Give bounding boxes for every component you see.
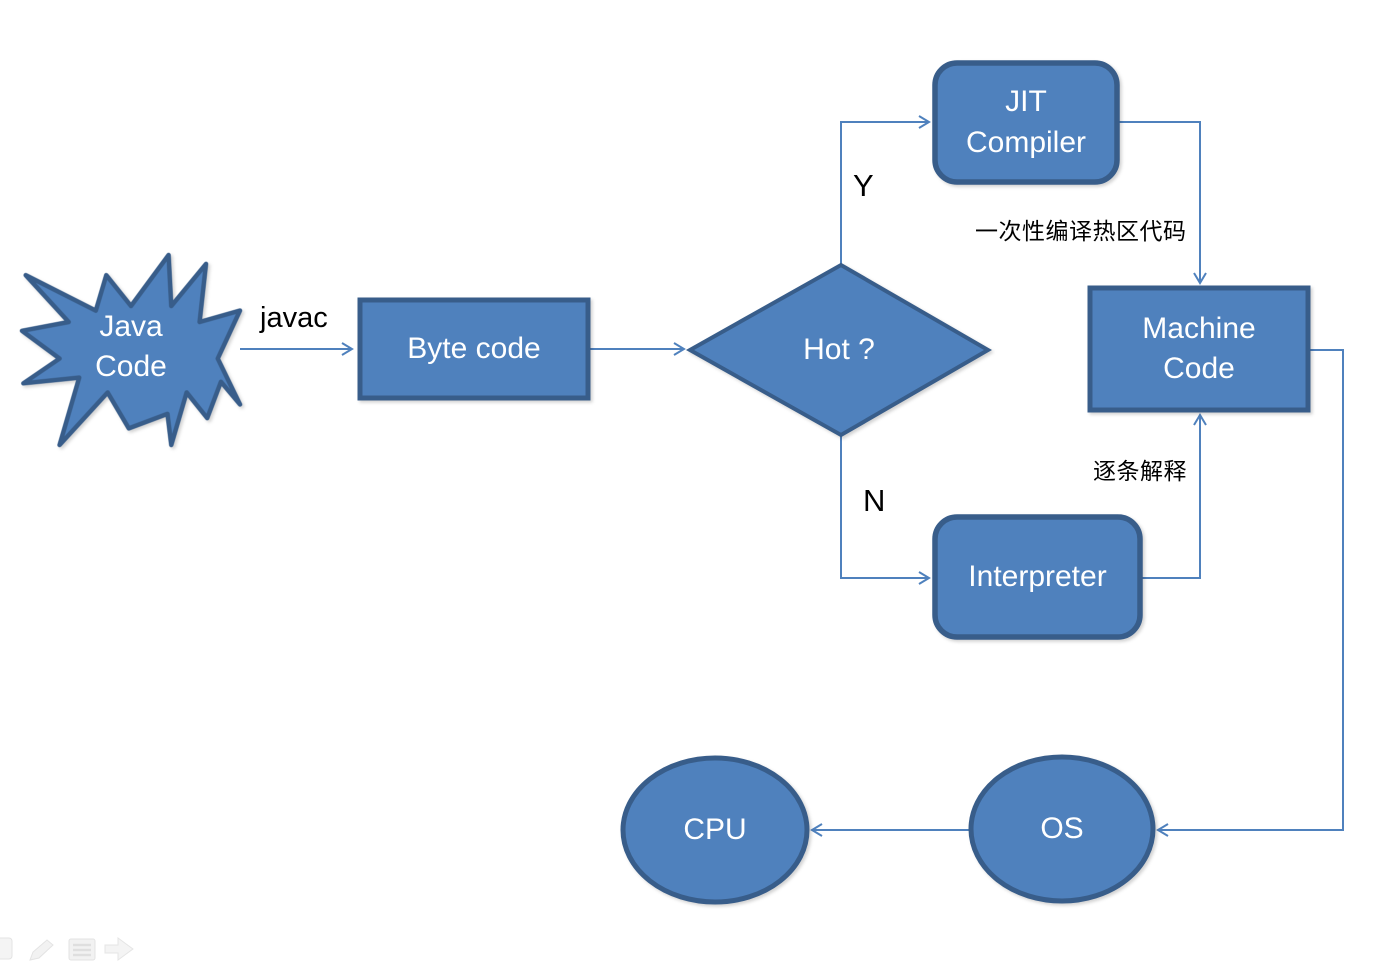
jit-compiler-shape [932,60,1120,185]
previous-slide-icon[interactable] [0,937,13,960]
cpu-shape [620,755,810,905]
java-code-star-shape [22,255,240,445]
pen-icon[interactable] [29,939,54,961]
hot-decision-shape [685,262,992,438]
slideshow-toolbar [0,937,134,961]
byte-code-shape [357,297,591,401]
connector-hot-interpreter [840,436,931,585]
connector-hot-jit [840,115,931,264]
next-slide-icon[interactable] [104,937,134,961]
connector-jit-machinecode [1117,121,1207,285]
machine-code-shape [1087,285,1311,413]
connector-machinecode-os [1156,349,1344,837]
connector-interpreter-machinecode [1140,413,1207,579]
menu-icon[interactable] [68,938,96,961]
os-shape [968,754,1156,904]
interpreter-shape [932,514,1143,640]
